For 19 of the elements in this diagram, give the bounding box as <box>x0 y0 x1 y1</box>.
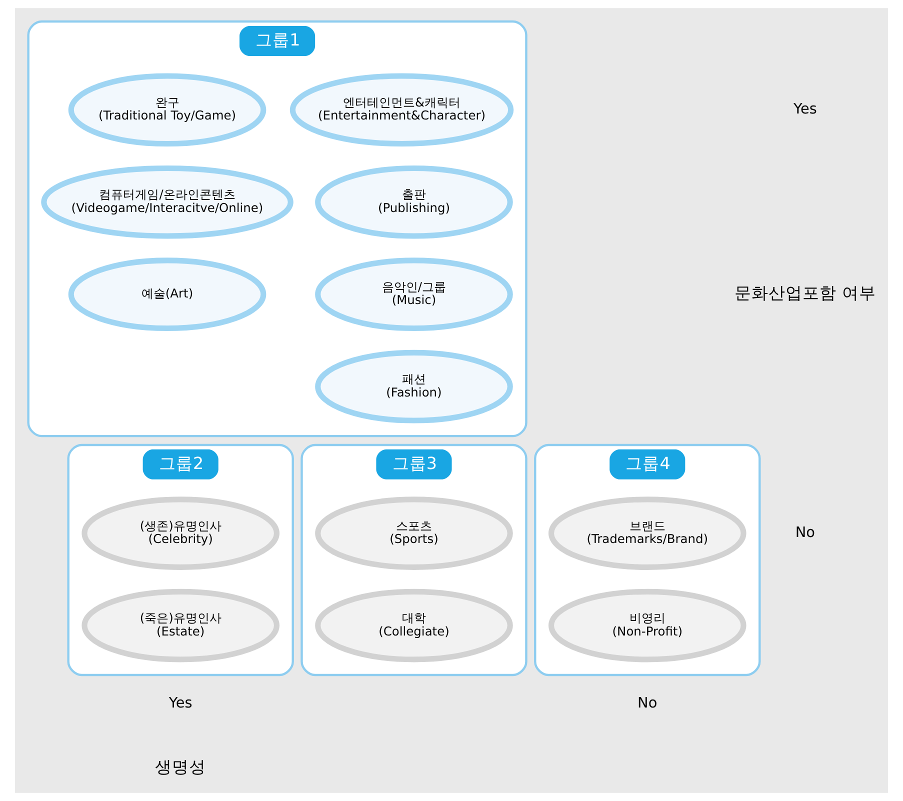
node-ellipse: 컴퓨터게임/온라인콘텐츠 (Videogame/Interacitve/Online) <box>41 165 294 239</box>
node-ellipse: 엔터테인먼트&캐릭터 (Entertainment&Character) <box>290 73 514 147</box>
node-ellipse: (생존)유명인사 (Celebrity) <box>82 496 280 570</box>
node-ellipse: 음악인/그룹 (Music) <box>315 258 513 332</box>
node-ellipse: (죽은)유명인사 (Estate) <box>82 588 280 662</box>
node-ellipse: 완구 (Traditional Toy/Game) <box>68 73 266 147</box>
label: Yes <box>168 696 192 712</box>
label: 생명성 <box>155 757 206 776</box>
node-ellipse: 출판 (Publishing) <box>315 165 513 239</box>
node-ellipse: 대학 (Collegiate) <box>315 588 513 662</box>
node-ellipse: 브랜드 (Trademarks/Brand) <box>548 496 746 570</box>
node-ellipse: 예술(Art) <box>68 258 266 332</box>
node-ellipse: 비영리 (Non-Profit) <box>548 588 746 662</box>
label: No <box>795 525 816 542</box>
label: 문화산업포함 여부 <box>734 283 876 302</box>
label: No <box>638 696 658 712</box>
label: Yes <box>794 102 817 118</box>
node-ellipse: 스포츠 (Sports) <box>315 496 513 570</box>
node-ellipse: 패션 (Fashion) <box>315 350 513 424</box>
